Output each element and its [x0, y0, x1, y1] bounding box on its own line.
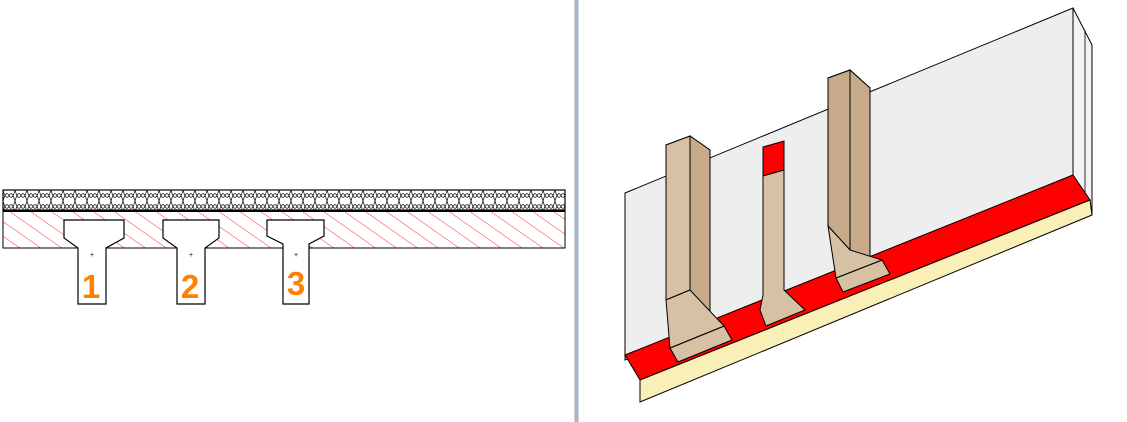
insulation-layer — [2, 189, 566, 211]
section-drawing: + + + 1 2 3 — [2, 189, 566, 305]
finish-layer — [639, 199, 1093, 403]
model-view-pane[interactable] — [582, 0, 1127, 422]
view-splitter[interactable] — [572, 0, 582, 422]
svg-text:+: + — [90, 252, 94, 259]
beam-3d-3[interactable] — [827, 68, 891, 293]
svg-text:+: + — [189, 252, 193, 259]
svg-text:+: + — [294, 252, 298, 259]
splitter-bar — [574, 0, 579, 422]
section-view-pane[interactable]: + + + 1 2 3 — [0, 0, 572, 422]
beam-section-2[interactable]: + — [162, 219, 220, 305]
beam-label-2: 2 — [181, 268, 199, 305]
beam-section-3[interactable]: + — [266, 219, 325, 305]
beam-label-1: 1 — [82, 268, 100, 305]
beam-label-3: 3 — [287, 265, 305, 302]
beam-section-1[interactable]: + — [63, 219, 125, 305]
model-drawing — [624, 7, 1093, 403]
beam-3d-1[interactable] — [665, 135, 733, 363]
beam-3d-2[interactable] — [759, 140, 806, 327]
